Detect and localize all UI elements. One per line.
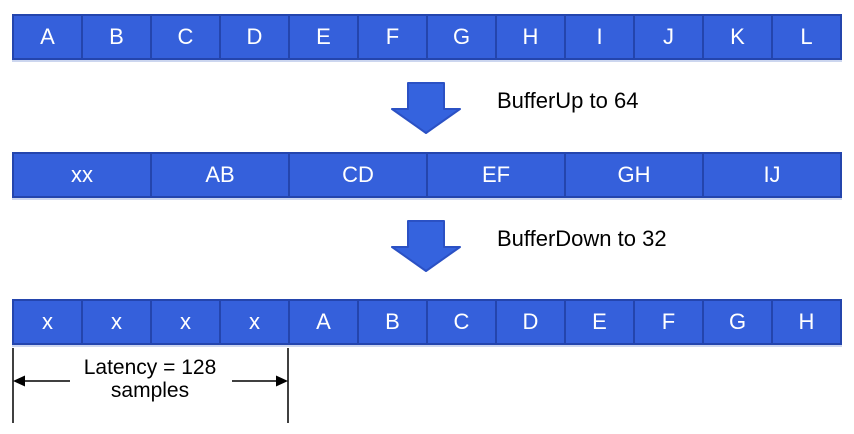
buffer-cell: G [704, 301, 773, 343]
buffer-cell: GH [566, 154, 704, 196]
buffer-cell: x [221, 301, 290, 343]
buffer-cell: E [290, 16, 359, 58]
buffer-cell: E [566, 301, 635, 343]
buffer-cell: B [83, 16, 152, 58]
buffer-cell: x [14, 301, 83, 343]
buffer-cell: D [221, 16, 290, 58]
buffer-cell: C [428, 301, 497, 343]
buffer-cell: I [566, 16, 635, 58]
latency-right-arrowhead-icon [276, 375, 288, 387]
buffer-cell: H [798, 309, 815, 334]
buffer-cell: G [428, 16, 497, 58]
buffer-cell: EF [428, 154, 566, 196]
buffer-cell: J [635, 16, 704, 58]
buffer-cell: x [83, 301, 152, 343]
buffer-cell: K [704, 16, 773, 58]
latency-label: Latency = 128 samples [40, 356, 260, 402]
buffer-cell: AB [152, 154, 290, 196]
buffer-cell: D [497, 301, 566, 343]
buffer-cell: C [152, 16, 221, 58]
bufferup-label: BufferUp to 64 [497, 88, 639, 113]
buffer-cell: A [290, 301, 359, 343]
latency-label-line1: Latency = 128 [83, 356, 217, 379]
buffer-cell: IJ [763, 162, 781, 187]
buffer-cell: B [359, 301, 428, 343]
latency-measure-icon [12, 348, 289, 423]
buffer-cell: F [635, 301, 704, 343]
buffer-cell: A [14, 16, 83, 58]
bufferdown-label: BufferDown to 32 [497, 226, 667, 251]
buffer-cell: F [359, 16, 428, 58]
down-arrow-icon [391, 82, 461, 134]
latency-left-arrowhead-icon [13, 375, 25, 387]
buffer-cell: H [497, 16, 566, 58]
buffer-cell: CD [290, 154, 428, 196]
buffer-cell: L [800, 24, 813, 49]
buffer-cell: x [152, 301, 221, 343]
latency-label-line2: samples [110, 379, 190, 402]
buffer-cell: xx [14, 154, 152, 196]
down-arrow-icon [391, 220, 461, 272]
